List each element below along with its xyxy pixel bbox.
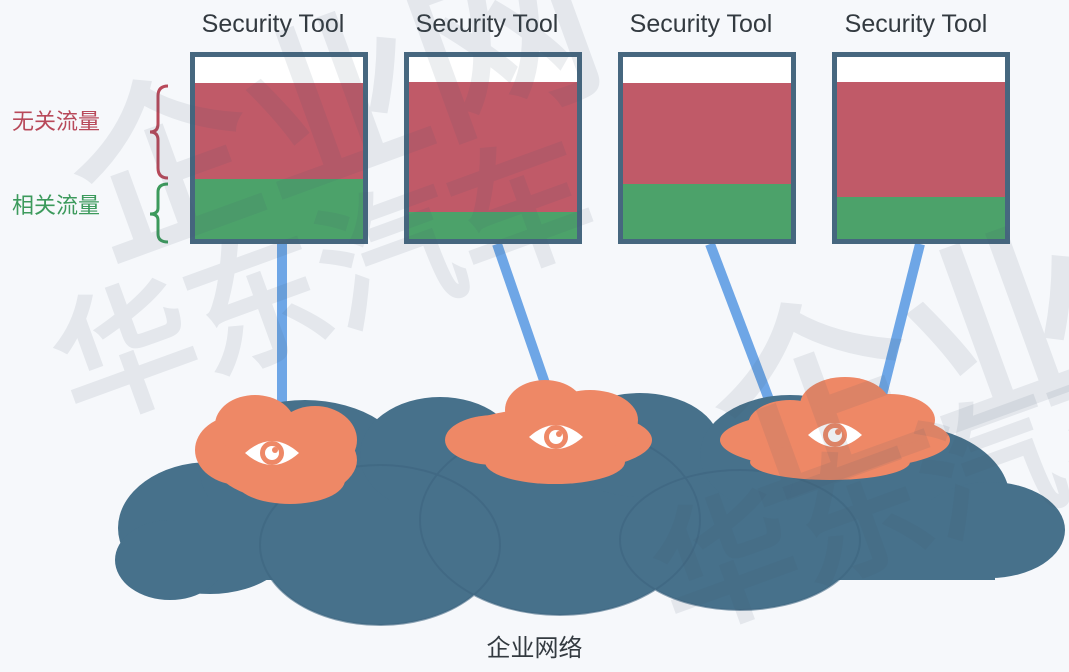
irrelevant-traffic-segment: [409, 82, 577, 212]
eye-icon: [529, 425, 583, 449]
irrelevant-bracket: [149, 84, 169, 180]
tool-title-2: Security Tool: [415, 10, 559, 38]
security-tool-box-4: [832, 52, 1010, 244]
links: [277, 242, 925, 420]
tool-title-4: Security Tool: [844, 10, 988, 38]
security-tool-box-3: [618, 52, 796, 244]
eye-icon: [808, 423, 862, 447]
relevant-traffic-segment: [409, 211, 577, 239]
tool-title-3: Security Tool: [629, 10, 773, 38]
security-tool-box-1: [190, 52, 368, 244]
legend-relevant-traffic: 相关流量: [12, 193, 101, 218]
legend-irrelevant-traffic: 无关流量: [12, 109, 101, 134]
link-4: [877, 242, 925, 397]
eye-icon: [245, 441, 299, 465]
relevant-bracket: [149, 182, 169, 244]
security-tool-box-2: [404, 52, 582, 244]
irrelevant-traffic-segment: [195, 82, 363, 179]
relevant-traffic-segment: [623, 184, 791, 239]
link-2: [492, 242, 553, 394]
enterprise-network-label: 企业网络: [486, 635, 583, 662]
irrelevant-traffic-segment: [837, 82, 1005, 198]
relevant-traffic-segment: [195, 178, 363, 239]
link-3: [705, 242, 781, 420]
tool-title-1: Security Tool: [201, 10, 345, 38]
relevant-traffic-segment: [837, 197, 1005, 239]
irrelevant-traffic-segment: [623, 82, 791, 185]
